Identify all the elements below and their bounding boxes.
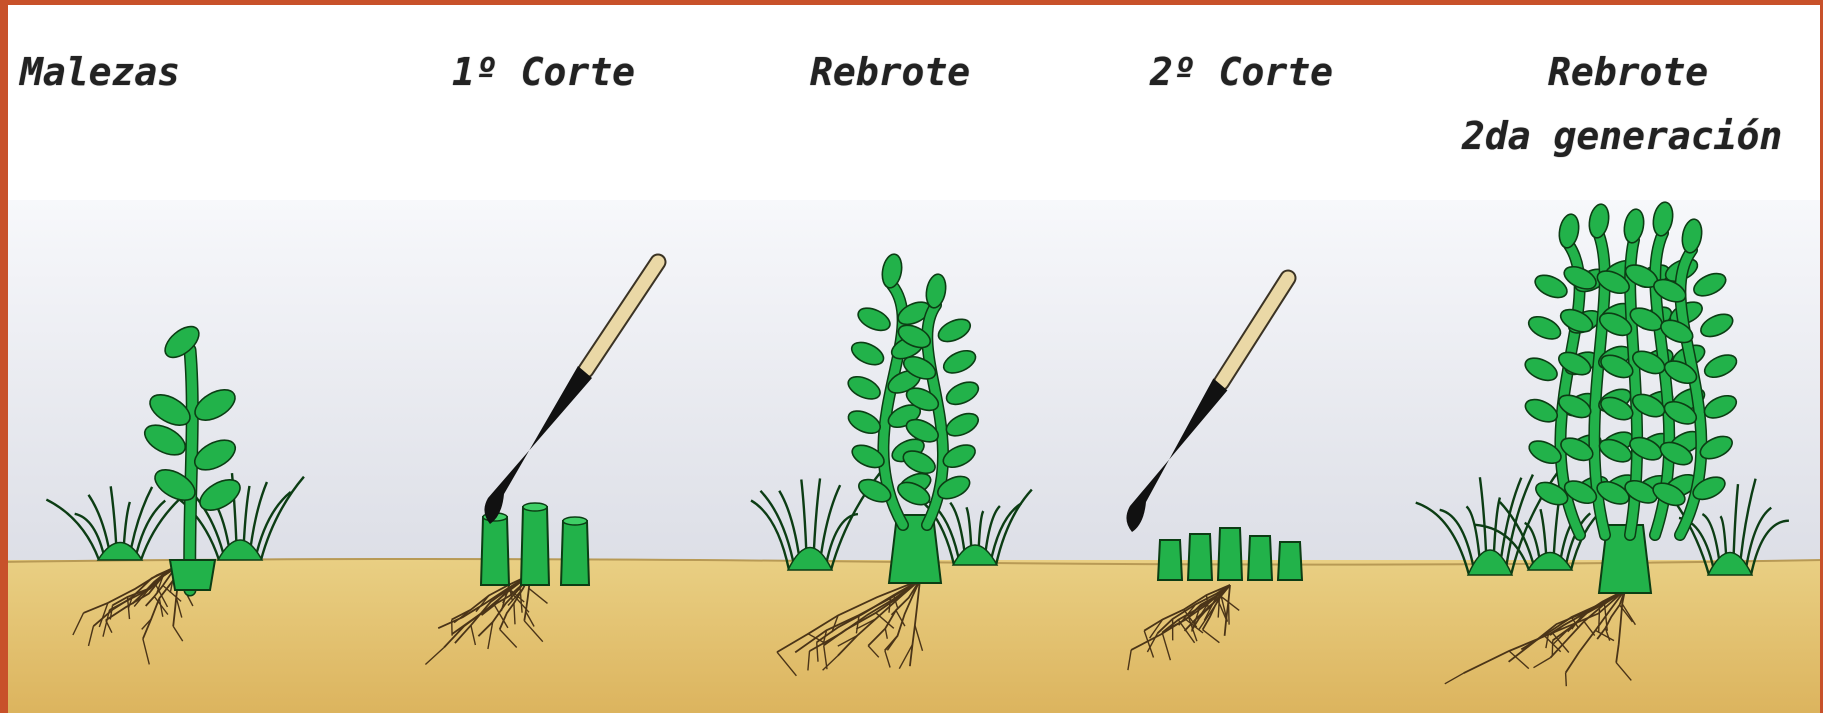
stage-label-malezas: Malezas <box>20 48 180 96</box>
frame-left-border <box>0 0 8 713</box>
stage-label-segundo-corte: 2º Corte <box>1150 48 1333 96</box>
stump <box>1158 540 1182 580</box>
stump <box>521 507 549 585</box>
stump <box>1278 542 1302 580</box>
stump-top <box>523 503 547 511</box>
stump <box>1188 534 1212 580</box>
stage-label-rebrote: Rebrote <box>810 48 970 96</box>
stage-label-primer-corte: 1º Corte <box>452 48 635 96</box>
stump <box>1218 528 1242 580</box>
weed-base <box>170 560 215 590</box>
stump <box>561 521 589 585</box>
stage-label-rebrote-2: Rebrote <box>1548 48 1708 96</box>
root-branch <box>1566 673 1567 686</box>
stump-top <box>563 517 587 525</box>
frame-top-border <box>0 0 1823 5</box>
stem <box>190 350 193 590</box>
stage-label-segunda-generacion: 2da generación <box>1462 112 1782 160</box>
stump <box>1248 536 1272 580</box>
stump <box>481 517 509 585</box>
